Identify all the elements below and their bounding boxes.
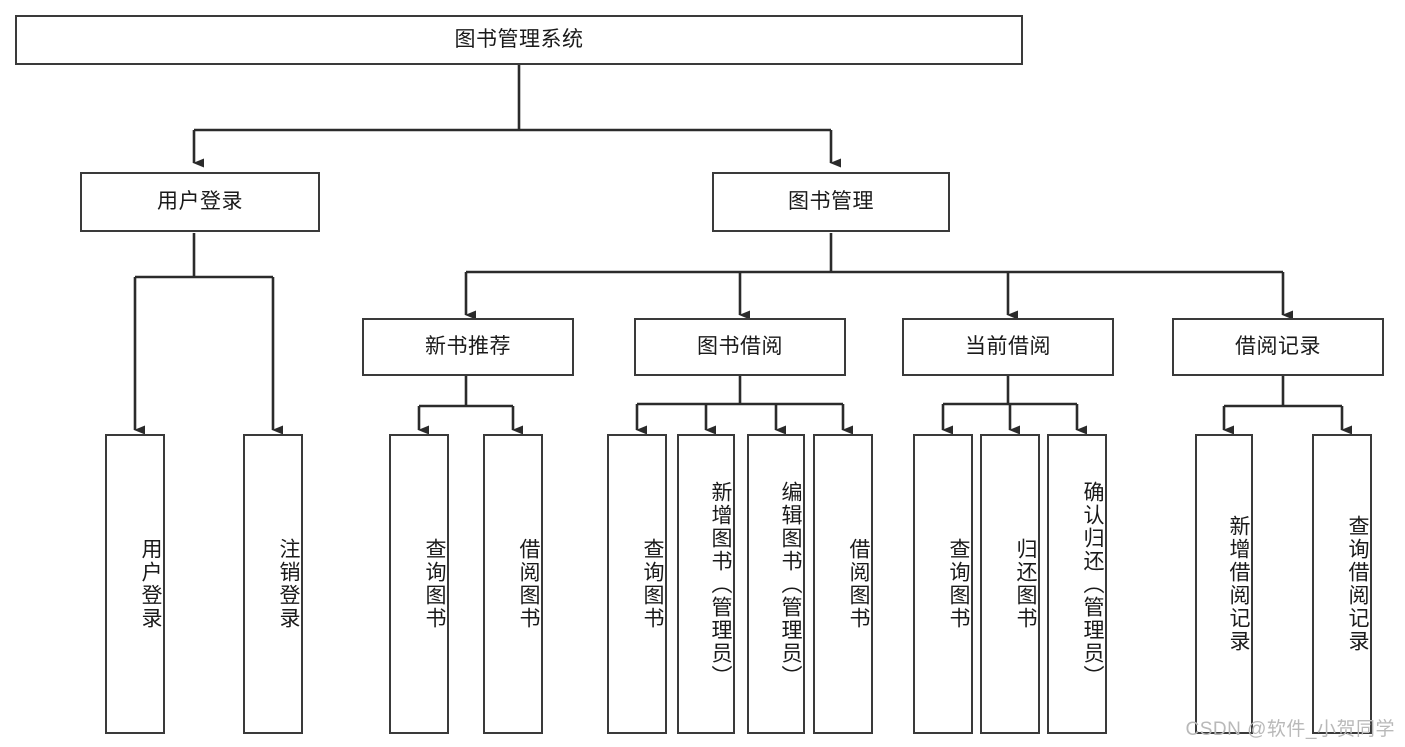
node-borrow-record-label: 借阅记录 <box>1235 335 1321 359</box>
node-book-management[interactable]: 图书管理 <box>712 172 950 232</box>
leaf-query-book-2-label: 查询图书 <box>641 538 664 630</box>
leaf-return-book[interactable]: 归还图书 <box>980 434 1040 734</box>
leaf-query-book-3-label: 查询图书 <box>947 538 970 630</box>
leaf-query-book-3[interactable]: 查询图书 <box>913 434 973 734</box>
leaf-user-login[interactable]: 用户登录 <box>105 434 165 734</box>
node-root-label: 图书管理系统 <box>454 28 584 52</box>
node-new-book-recommend-label: 新书推荐 <box>425 335 511 359</box>
node-book-borrow[interactable]: 图书借阅 <box>634 318 846 376</box>
leaf-confirm-return-label: 确认归还（管理员） <box>1081 480 1104 688</box>
node-user-login[interactable]: 用户登录 <box>80 172 320 232</box>
leaf-query-record-label: 查询借阅记录 <box>1346 515 1369 653</box>
leaf-borrow-book-2[interactable]: 借阅图书 <box>813 434 873 734</box>
node-book-management-label: 图书管理 <box>788 190 874 214</box>
node-borrow-record[interactable]: 借阅记录 <box>1172 318 1384 376</box>
leaf-query-record[interactable]: 查询借阅记录 <box>1312 434 1372 734</box>
leaf-query-book-2[interactable]: 查询图书 <box>607 434 667 734</box>
leaf-logout-login-label: 注销登录 <box>277 538 300 630</box>
node-current-borrow-label: 当前借阅 <box>965 335 1051 359</box>
leaf-borrow-book-2-label: 借阅图书 <box>847 538 870 630</box>
leaf-add-book[interactable]: 新增图书（管理员） <box>677 434 735 734</box>
leaf-borrow-book-1-label: 借阅图书 <box>517 538 540 630</box>
leaf-edit-book[interactable]: 编辑图书（管理员） <box>747 434 805 734</box>
node-book-borrow-label: 图书借阅 <box>697 335 783 359</box>
leaf-add-book-label: 新增图书（管理员） <box>709 480 732 688</box>
leaf-add-record-label: 新增借阅记录 <box>1227 515 1250 653</box>
node-current-borrow[interactable]: 当前借阅 <box>902 318 1114 376</box>
leaf-user-login-label: 用户登录 <box>139 538 162 630</box>
node-user-login-label: 用户登录 <box>157 190 243 214</box>
leaf-query-book-1[interactable]: 查询图书 <box>389 434 449 734</box>
leaf-edit-book-label: 编辑图书（管理员） <box>779 480 802 688</box>
node-root[interactable]: 图书管理系统 <box>15 15 1023 65</box>
leaf-logout-login[interactable]: 注销登录 <box>243 434 303 734</box>
leaf-return-book-label: 归还图书 <box>1014 538 1037 630</box>
watermark: CSDN @软件_小贺同学 <box>1185 719 1395 740</box>
node-new-book-recommend[interactable]: 新书推荐 <box>362 318 574 376</box>
leaf-borrow-book-1[interactable]: 借阅图书 <box>483 434 543 734</box>
leaf-query-book-1-label: 查询图书 <box>423 538 446 630</box>
leaf-add-record[interactable]: 新增借阅记录 <box>1195 434 1253 734</box>
leaf-confirm-return[interactable]: 确认归还（管理员） <box>1047 434 1107 734</box>
